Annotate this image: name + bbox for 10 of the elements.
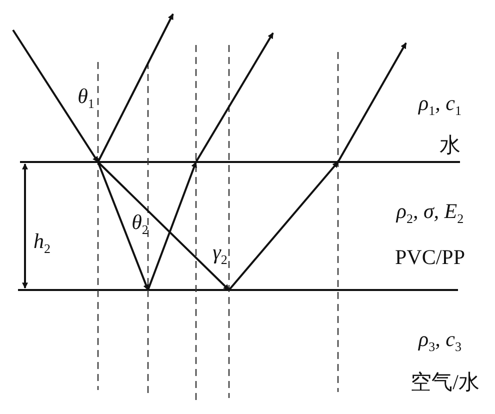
angle-label: γ$_{2}$ [212,240,228,270]
medium-property-label: ρ$_{2}$, σ, E$_{2}$ [396,198,464,228]
medium-property-label: ρ$_{1}$, c$_{1}$ [418,90,462,120]
medium-property-label: ρ$_{3}$, c$_{3}$ [418,326,462,356]
angle-label: θ$_{2}$ [132,210,148,240]
medium-label: PVC/PP [394,245,466,269]
medium-label: 水 [440,133,460,157]
medium-label: 空气/水 [410,370,480,394]
thickness-label: h$_{2}$ [34,228,50,258]
angle-label: θ$_{1}$ [78,84,94,114]
